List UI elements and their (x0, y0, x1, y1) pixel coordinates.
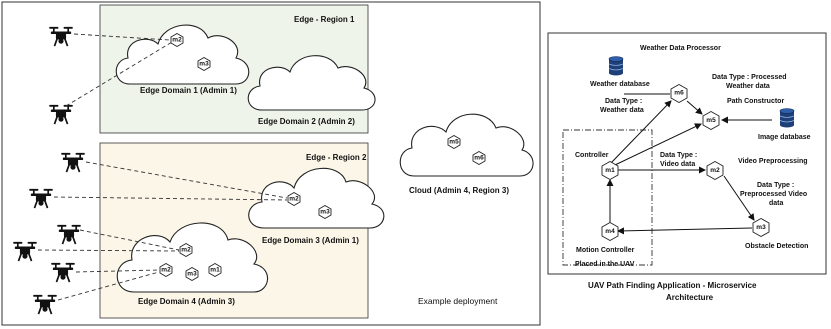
datatype-prevideo-line3: data (769, 200, 784, 207)
service-m2-domain3: m2 (287, 191, 301, 207)
edge-domain-3-label: Edge Domain 3 (Admin 1) (262, 236, 359, 245)
service-m3-domain4: m3 (185, 266, 199, 282)
uav-boundary (562, 129, 653, 266)
datatype-weather-line1: Data Type : (605, 98, 642, 105)
svg-text:m1: m1 (605, 167, 615, 174)
weather-processor-label: Weather Data Processor (640, 45, 721, 52)
controller-label: Controller (575, 152, 609, 159)
svg-text:m3: m3 (199, 61, 209, 68)
image-database-label: Image database (758, 134, 811, 141)
service-m5-cloud: m5 (447, 134, 461, 150)
svg-text:m3: m3 (320, 209, 330, 216)
svg-text:m4: m4 (605, 228, 615, 235)
motion-controller-label: Motion Controller (576, 247, 635, 254)
svg-text:m1: m1 (210, 267, 220, 274)
datatype-prevideo-line2: Preprocessed Video (740, 191, 807, 198)
node-m4: m4 (601, 221, 619, 242)
architecture-caption-line2: Architecture (666, 293, 714, 302)
svg-text:m6: m6 (674, 90, 684, 97)
edge-domain-2-cloud (247, 55, 376, 111)
svg-text:m2: m2 (181, 247, 191, 254)
edge-domain-1-label: Edge Domain 1 (Admin 1) (140, 86, 237, 95)
datatype-processed-line1: Data Type : Processed (712, 74, 787, 81)
region-2-label: Edge - Region 2 (306, 153, 367, 162)
weather-database-label: Weather database (590, 81, 650, 88)
image-database-icon (779, 108, 795, 128)
svg-text:m2: m2 (172, 37, 182, 44)
cloud-label: Cloud (Admin 4, Region 3) (409, 186, 509, 195)
node-m6: m6 (670, 83, 688, 104)
service-m3-domain3: m3 (318, 204, 332, 220)
svg-text:m5: m5 (706, 117, 716, 124)
cloud-region-3 (399, 113, 534, 177)
edge-domain-1-cloud (115, 24, 250, 85)
svg-text:m2: m2 (710, 167, 720, 174)
node-m1: m1 (601, 160, 619, 181)
edge-domain-4-cloud (116, 222, 269, 293)
datatype-weather-line2: Weather data (600, 107, 644, 114)
deployment-caption: Example deployment (418, 296, 498, 306)
drone-links (37, 33, 288, 301)
service-m6-cloud: m6 (472, 150, 486, 166)
path-constructor-label: Path Constructor (727, 98, 784, 105)
architecture-caption-line1: UAV Path Finding Application - Microserv… (588, 281, 757, 290)
architecture-frame (547, 32, 827, 275)
edge-domain-3-cloud (248, 167, 385, 229)
region-1-label: Edge - Region 1 (294, 15, 355, 24)
datatype-video-line1: Data Type : (660, 152, 697, 159)
svg-text:m5: m5 (449, 139, 459, 146)
svg-text:m2: m2 (161, 267, 171, 274)
datatype-prevideo-line1: Data Type : (757, 182, 794, 189)
video-preprocessing-label: Video Preprocessing (738, 158, 808, 165)
svg-text:m3: m3 (756, 224, 766, 231)
service-m2-domain1: m2 (170, 32, 184, 48)
edge-domain-4-label: Edge Domain 4 (Admin 3) (138, 297, 235, 306)
weather-database-icon (608, 56, 624, 76)
service-m2b-domain4: m2 (159, 262, 173, 278)
service-m2a-domain4: m2 (179, 242, 193, 258)
service-m1-domain4: m1 (208, 262, 222, 278)
edge-domain-2-label: Edge Domain 2 (Admin 2) (258, 117, 355, 126)
svg-text:m3: m3 (187, 271, 197, 278)
svg-text:m6: m6 (474, 155, 484, 162)
obstacle-detection-label: Obstacle Detection (745, 243, 808, 250)
datatype-processed-line2: Weather data (726, 83, 770, 90)
placed-in-uav-label: Placed in the UAV (575, 261, 635, 268)
svg-text:m2: m2 (289, 196, 299, 203)
node-m2: m2 (706, 160, 724, 181)
flow-arrows (606, 93, 772, 235)
datatype-video-line2: Video data (660, 161, 695, 168)
service-m3-domain1: m3 (197, 56, 211, 72)
node-m5: m5 (702, 110, 720, 131)
node-m3: m3 (752, 217, 770, 238)
